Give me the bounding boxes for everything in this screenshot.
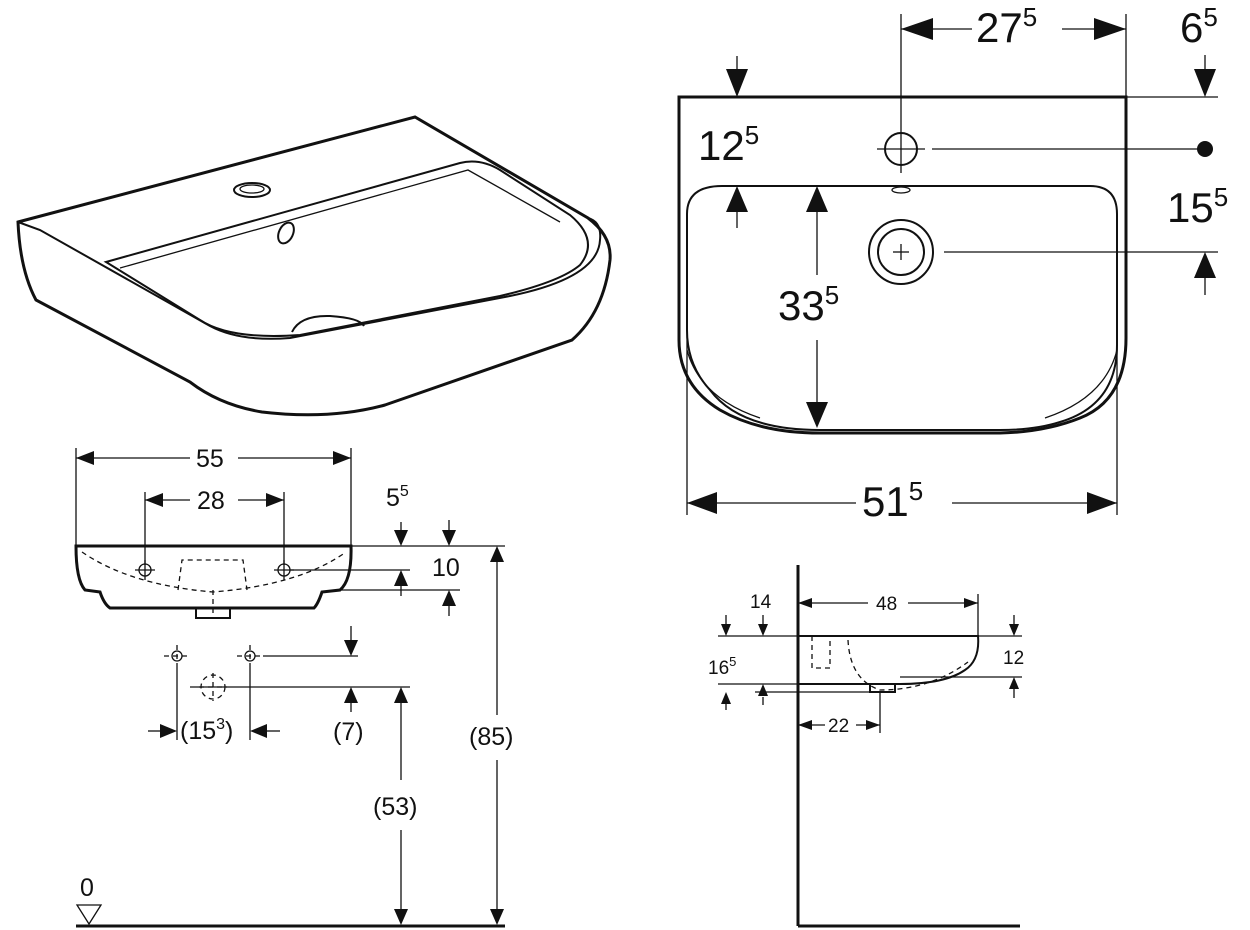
dim-12: 12 <box>1003 648 1024 669</box>
dim-10: 10 <box>432 554 460 582</box>
dim-5-5: 55 <box>386 483 409 512</box>
dim-28: 28 <box>197 487 225 515</box>
floor-level-label: 0 <box>80 874 94 902</box>
dim-53: (53) <box>373 793 417 821</box>
dim-27-5: 275 <box>976 2 1037 51</box>
dim-22: 22 <box>828 716 849 737</box>
dim-51-5: 515 <box>862 476 923 525</box>
dim-15-3: (153) <box>180 716 233 745</box>
dim-16-5: 165 <box>708 654 736 679</box>
dim-33-5: 335 <box>778 280 839 329</box>
side-view: 48 14 165 12 22 <box>708 565 1024 928</box>
dim-15-5: 155 <box>1167 182 1228 231</box>
dim-55: 55 <box>196 445 224 473</box>
dim-12-5: 125 <box>698 120 759 169</box>
top-view: 275 65 125 155 335 515 <box>677 2 1228 525</box>
isometric-view <box>16 115 612 417</box>
dim-14: 14 <box>750 592 772 613</box>
dim-48: 48 <box>876 594 897 615</box>
front-view: 55 28 55 10 <box>74 445 513 928</box>
dim-7: (7) <box>333 718 364 746</box>
dim-6-5: 65 <box>1180 2 1218 51</box>
dim-85: (85) <box>469 723 513 751</box>
